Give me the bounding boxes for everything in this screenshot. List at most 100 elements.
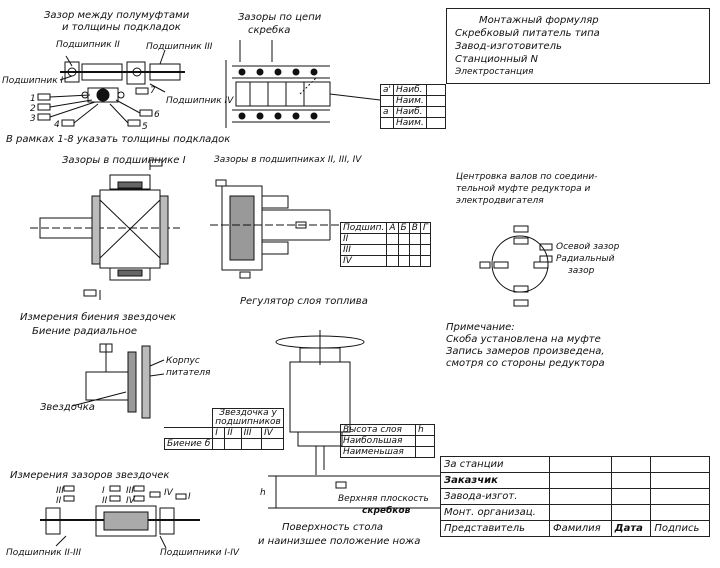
sprocket-gaps-title: Измерения зазоров звездочек [10, 470, 170, 481]
value-cell[interactable] [650, 488, 710, 505]
power-plant: Электростанция [455, 67, 534, 77]
roman-right-0: IV [164, 488, 173, 498]
table-row: Наим. [380, 117, 446, 129]
header-cell: Подшип. [339, 222, 388, 234]
shim-label-5: 5 [142, 122, 148, 132]
value-cell[interactable] [610, 504, 652, 521]
axis-cell [380, 95, 394, 107]
col-header: IV [261, 427, 284, 439]
value-cell[interactable] [386, 244, 399, 256]
value-cell[interactable] [610, 472, 652, 489]
value-cell[interactable] [224, 438, 242, 450]
shim-label-4: 4 [54, 120, 60, 130]
gap-title-line1: Зазор между полумуфтами [44, 10, 190, 21]
value-cell[interactable] [240, 438, 263, 450]
axis-cell: а' [380, 84, 394, 96]
radial-gap-label-line2: зазор [568, 266, 595, 276]
col-header: h [415, 424, 435, 436]
radial-gap-label-line1: Радиальный [556, 254, 615, 264]
centering-title-line1: Центровка валов по соедини- [456, 172, 598, 182]
header-cell: Б [397, 222, 410, 234]
label-cell: Наим. [393, 95, 427, 107]
housing-label-line2: питателя [166, 368, 211, 378]
shim-boxes [37, 87, 153, 127]
form-title: Монтажный формуляр [479, 15, 599, 26]
chain-gap-title-line2: скребка [248, 25, 291, 36]
col-header: II [224, 427, 242, 439]
value-cell[interactable] [397, 255, 410, 267]
value-cell[interactable] [415, 446, 435, 458]
table-row: III [339, 244, 431, 256]
value-cell[interactable] [419, 233, 431, 245]
footer-cell: Дата [610, 520, 652, 537]
roman-left-0: III [56, 486, 64, 496]
value-cell[interactable] [419, 255, 431, 267]
value-cell[interactable] [397, 233, 410, 245]
value-cell[interactable] [386, 255, 399, 267]
value-cell[interactable] [425, 95, 446, 107]
value-cell[interactable] [408, 233, 421, 245]
value-cell[interactable] [549, 504, 612, 521]
header-cell: В [408, 222, 421, 234]
table-row: Монт. организац. [440, 504, 710, 521]
value-cell[interactable] [549, 488, 612, 505]
value-cell[interactable] [650, 504, 710, 521]
value-cell[interactable] [610, 456, 652, 473]
runout-table: Звездочка у подшипников I II III IV Биен… [163, 408, 284, 450]
header-cell: Звездочка у подшипников [212, 408, 284, 428]
shim-label-7: 7 [150, 86, 156, 96]
value-cell[interactable] [408, 255, 421, 267]
regulator-drawing [268, 330, 440, 509]
table-row: а'Наиб. [380, 84, 446, 96]
sprocket-runout-title: Измерения биения звездочек [20, 312, 177, 323]
note-line1: Скоба установлена на муфте [446, 334, 601, 345]
chain-gap-title-line1: Зазоры по цепи [238, 12, 322, 23]
header-line2: подшипников [215, 417, 281, 427]
value-cell[interactable] [425, 84, 446, 96]
surface-line1: Поверхность стола [282, 522, 383, 533]
value-cell[interactable] [397, 244, 410, 256]
sprocket-label: Звездочка [40, 402, 95, 413]
roman-mid-1: III [126, 486, 134, 496]
manufacturer: Завод-изготовитель [455, 41, 562, 52]
height-dimension: h [260, 488, 266, 498]
footer-cell: Фамилия [549, 520, 612, 537]
value-cell[interactable] [425, 117, 446, 129]
centering-diagram [479, 225, 553, 307]
shim-label-2: 2 [30, 104, 36, 114]
sprocket-runout-drawing [71, 343, 165, 419]
value-cell[interactable] [386, 233, 399, 245]
label-cell: Наиб. [393, 84, 427, 96]
row-label: Наименьшая [340, 446, 416, 458]
col-header: III [240, 427, 263, 439]
bearing-1-title: Зазоры в подшипнике I [62, 155, 186, 166]
table-row: Наим. [380, 95, 446, 107]
table-row: Звездочка у подшипников [164, 408, 284, 428]
roman-left-1: II [56, 496, 62, 506]
shim-label-3: 3 [30, 114, 36, 124]
roman-left-2: I [102, 486, 105, 496]
value-cell[interactable] [212, 438, 226, 450]
table-row: Завода-изгот. [440, 488, 710, 505]
sprocket-runout-subtitle: Биение радиальное [32, 326, 137, 337]
centering-title-line2: тельной муфте редуктора и [456, 184, 591, 194]
row-label: II [339, 233, 388, 245]
header-cell: Г [419, 222, 431, 234]
value-cell[interactable] [261, 438, 284, 450]
bearings-right-label: Подшипники I-IV [160, 548, 240, 558]
value-cell[interactable] [425, 106, 446, 118]
signature-table: За станции Заказчик Завода-изгот. Монт. … [440, 456, 710, 537]
value-cell[interactable] [549, 456, 612, 473]
value-cell[interactable] [415, 435, 435, 447]
value-cell[interactable] [408, 244, 421, 256]
value-cell[interactable] [419, 244, 431, 256]
value-cell[interactable] [610, 488, 652, 505]
shim-note: В рамках 1-8 указать толщины подкладок [6, 134, 231, 145]
value-cell[interactable] [549, 472, 612, 489]
value-cell[interactable] [650, 472, 710, 489]
value-cell[interactable] [650, 456, 710, 473]
upper-plane-line1: Верхняя плоскость [338, 494, 429, 504]
